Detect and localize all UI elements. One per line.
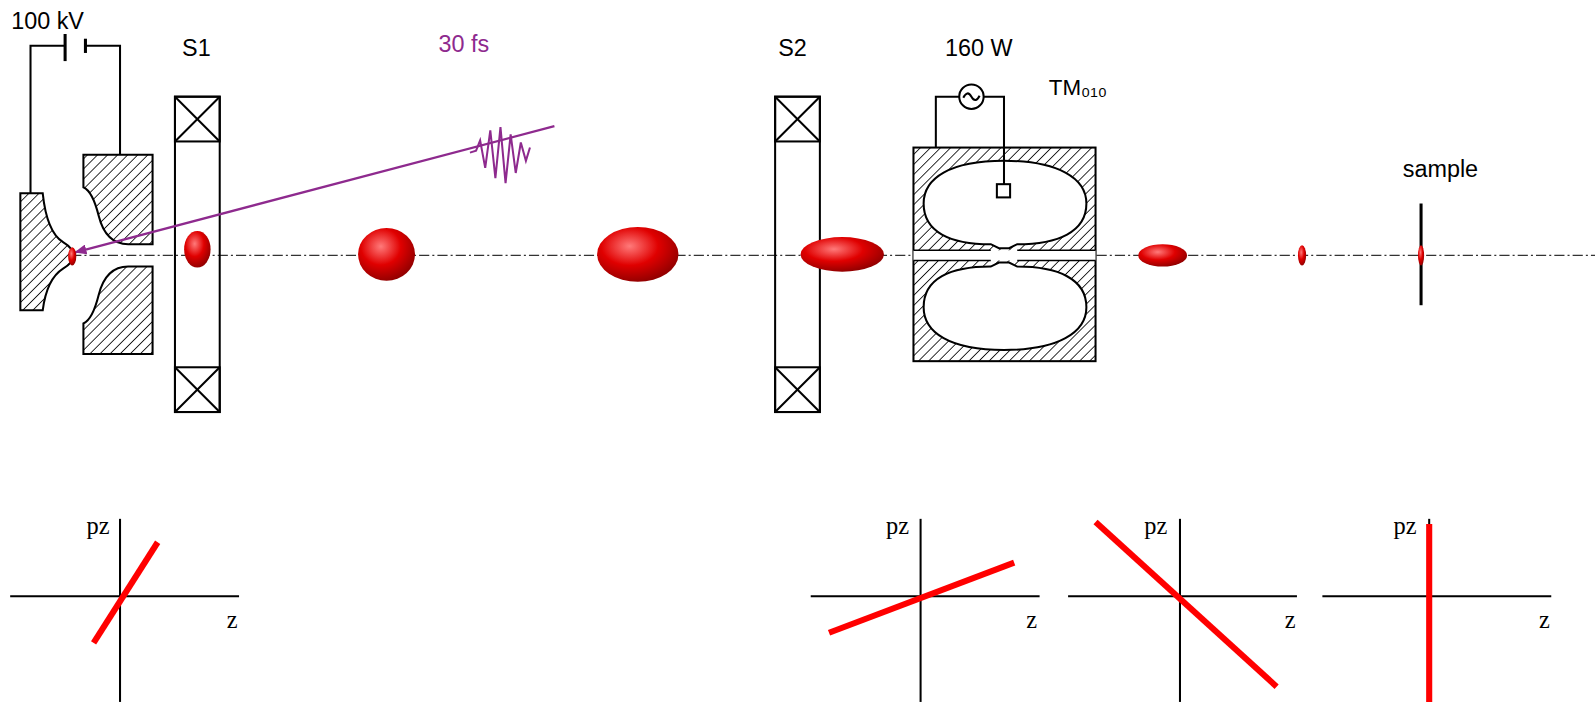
phase-space-line xyxy=(94,522,1430,702)
voltage-label: 100 kV xyxy=(10,10,85,33)
axis-label: z xyxy=(1025,608,1038,632)
axis-label: z xyxy=(1538,608,1551,632)
solenoid xyxy=(175,97,220,412)
component-label: S2 xyxy=(777,37,808,60)
electron-bunch xyxy=(1418,245,1424,265)
laser-beam xyxy=(75,126,554,252)
axis-label: pz xyxy=(1393,514,1418,538)
mode-label: TM₀₁₀ xyxy=(1048,77,1108,99)
anode xyxy=(83,267,152,354)
axis-label: pz xyxy=(85,514,110,538)
axis-label: pz xyxy=(1143,514,1168,538)
axis-label: pz xyxy=(885,514,910,538)
anode xyxy=(83,155,152,245)
electron-bunch xyxy=(68,227,1306,282)
component-label: S1 xyxy=(181,37,212,60)
rf-source xyxy=(936,84,1004,184)
component-label: sample xyxy=(1402,158,1479,181)
power-label: 160 W xyxy=(944,37,1014,60)
axis-label: z xyxy=(226,608,239,632)
pulse-duration: 30 fs xyxy=(437,33,490,56)
phase-space-axes xyxy=(10,519,1551,702)
laser-pulse xyxy=(470,127,530,183)
cathode xyxy=(20,193,73,310)
axis-label: z xyxy=(1284,608,1297,632)
